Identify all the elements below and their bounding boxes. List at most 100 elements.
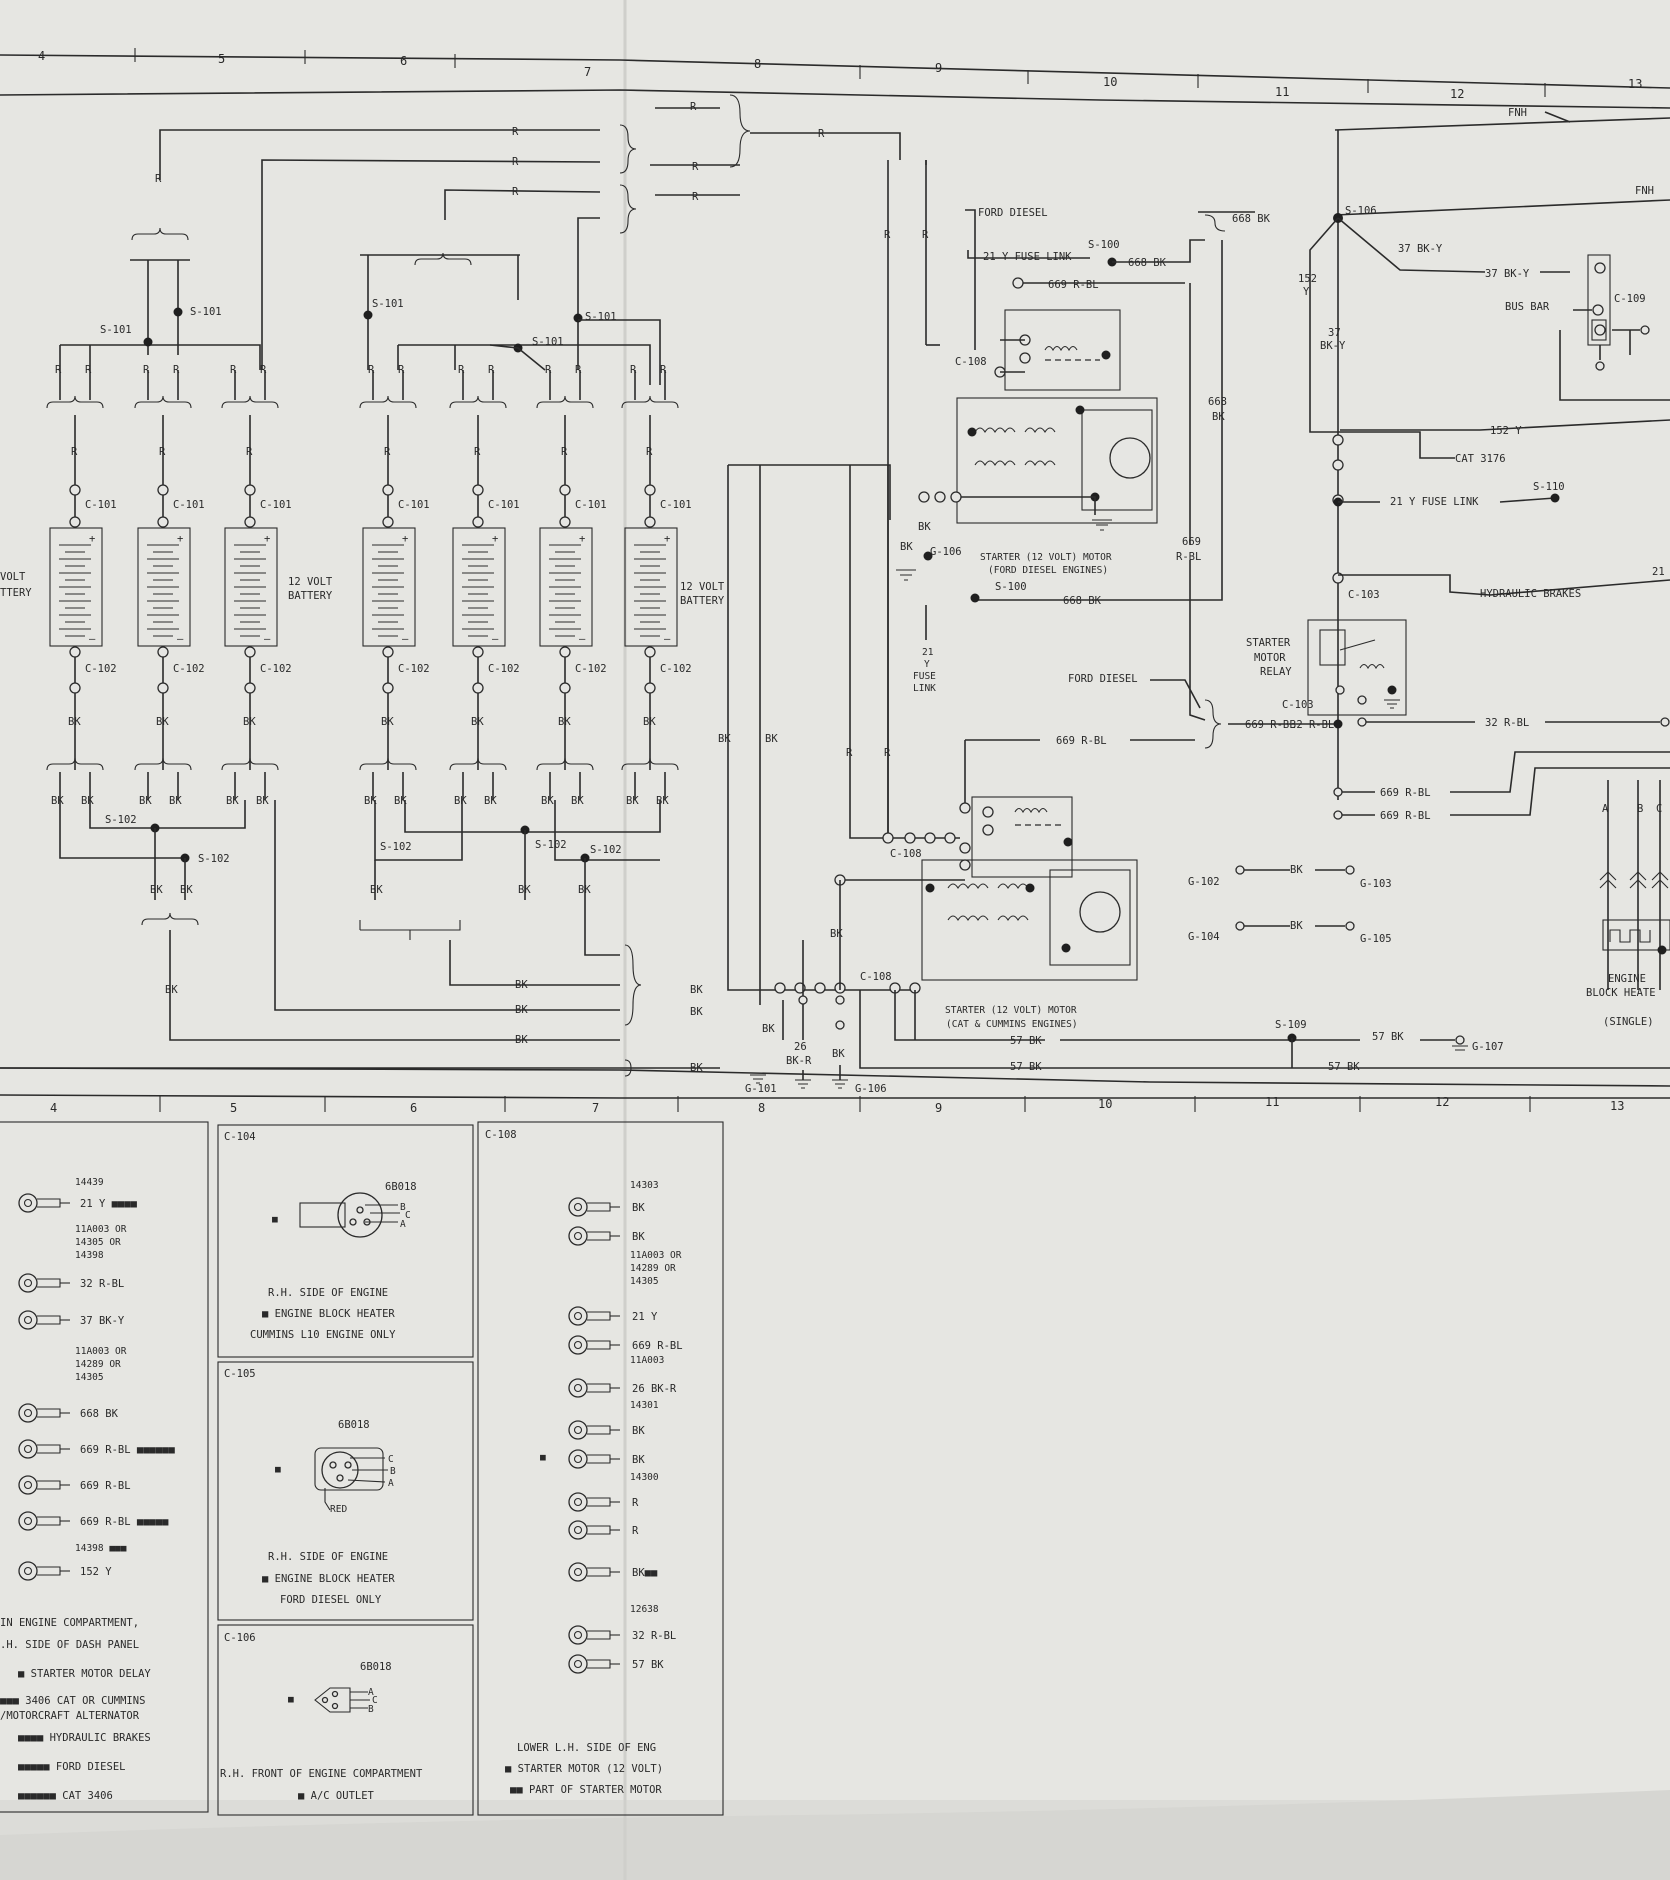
panel-wire-label: 669 R-BL — [632, 1340, 683, 1352]
wire-label: BK — [626, 795, 639, 807]
svg-text:669 R-BL: 669 R-BL — [1048, 279, 1099, 291]
svg-text:S-100: S-100 — [995, 581, 1027, 593]
svg-text:■: ■ — [272, 1214, 278, 1225]
svg-text:57 BK: 57 BK — [1010, 1035, 1042, 1047]
svg-text:CAT 3176: CAT 3176 — [1455, 453, 1506, 465]
grid-bottom-5: 5 — [230, 1101, 237, 1115]
panel-wire-label: BK — [632, 1202, 645, 1214]
ring-terminal-icon — [568, 1197, 620, 1217]
battery-minus: – — [492, 633, 499, 645]
grid-bottom-13: 13 — [1610, 1099, 1624, 1113]
svg-text:R.H. SIDE OF ENGINE: R.H. SIDE OF ENGINE — [268, 1287, 388, 1299]
svg-text:S-102: S-102 — [105, 814, 137, 826]
battery-minus: – — [264, 633, 271, 645]
wire-label: BK — [150, 884, 163, 896]
svg-text:■ STARTER MOTOR (12 VOLT): ■ STARTER MOTOR (12 VOLT) — [505, 1763, 663, 1775]
svg-text:R: R — [155, 173, 162, 185]
svg-text:152: 152 — [1298, 273, 1317, 285]
svg-text:C: C — [405, 1210, 411, 1221]
wire-label: C-101 — [488, 499, 520, 511]
svg-text:MOTOR: MOTOR — [1254, 652, 1286, 664]
svg-text:57 BK: 57 BK — [1010, 1061, 1042, 1073]
wire-label: C-101 — [398, 499, 430, 511]
svg-text:(FORD DIESEL ENGINES): (FORD DIESEL ENGINES) — [988, 565, 1108, 576]
svg-text:C-108: C-108 — [485, 1129, 517, 1141]
svg-text:FUSE: FUSE — [913, 671, 936, 682]
grid-top-5: 5 — [218, 52, 225, 66]
ring-terminal-icon — [568, 1226, 620, 1246]
wire-label: R — [246, 446, 253, 458]
svg-text:BK-Y: BK-Y — [1320, 340, 1346, 352]
svg-text:S-100: S-100 — [1088, 239, 1120, 251]
part-number: 11A003 OR — [75, 1346, 127, 1357]
ring-terminal-icon — [568, 1654, 620, 1674]
wire-label: R — [545, 364, 552, 376]
panel-wire-label: 21 Y — [632, 1311, 658, 1323]
svg-text:BK: BK — [762, 1023, 775, 1035]
battery-minus: – — [177, 633, 184, 645]
grid-top-7: 7 — [584, 65, 591, 79]
svg-text:C-103: C-103 — [1348, 589, 1380, 601]
svg-text:21 Y FUSE LINK: 21 Y FUSE LINK — [983, 251, 1072, 263]
svg-text:R.H. FRONT OF ENGINE COMPARTME: R.H. FRONT OF ENGINE COMPARTMENT — [220, 1768, 423, 1780]
ring-terminal-icon — [18, 1511, 70, 1531]
svg-text:668 BK: 668 BK — [1128, 257, 1167, 269]
panel-wire-label: 32 R-BL — [632, 1630, 676, 1642]
svg-text:BK: BK — [690, 1006, 703, 1018]
wire-label: C-101 — [660, 499, 692, 511]
svg-text:BK: BK — [918, 521, 931, 533]
panel-wire-label: 668 BK — [80, 1408, 119, 1420]
battery-plus: + — [177, 533, 183, 545]
wire-label: C-101 — [575, 499, 607, 511]
panel-wire-label: 152 Y — [80, 1566, 112, 1578]
wire-label: R — [143, 364, 150, 376]
svg-text:BK: BK — [1212, 411, 1225, 423]
ring-terminal-icon — [568, 1492, 620, 1512]
svg-text:669 R-BL: 669 R-BL — [1380, 810, 1431, 822]
wire-label: R — [173, 364, 180, 376]
ring-terminal-icon — [568, 1335, 620, 1355]
battery-plus: + — [402, 533, 408, 545]
svg-text:■ ENGINE BLOCK HEATER: ■ ENGINE BLOCK HEATER — [262, 1308, 395, 1320]
svg-text:BK: BK — [1290, 864, 1303, 876]
grid-bottom-7: 7 — [592, 1101, 599, 1115]
wire-label: R — [458, 364, 465, 376]
wire-label: C-102 — [260, 663, 292, 675]
wire-label: BK — [81, 795, 94, 807]
svg-text:BK-R: BK-R — [786, 1055, 812, 1067]
panel-wire-label: 669 R-BL ■■■■■ — [80, 1516, 169, 1528]
svg-text:■: ■ — [275, 1464, 281, 1475]
grid-top-13: 13 — [1628, 77, 1642, 91]
svg-text:37 BK-Y: 37 BK-Y — [1485, 268, 1530, 280]
svg-text:RED: RED — [330, 1504, 347, 1515]
battery-plus: + — [89, 533, 95, 545]
wire-label: BK — [656, 795, 669, 807]
svg-text:C-109: C-109 — [1614, 293, 1646, 305]
wire-label: C-102 — [575, 663, 607, 675]
svg-text:(CAT & CUMMINS ENGINES): (CAT & CUMMINS ENGINES) — [946, 1019, 1078, 1030]
svg-text:S-110: S-110 — [1533, 481, 1565, 493]
svg-text:S-101: S-101 — [585, 311, 617, 323]
svg-text:32 R-BL: 32 R-BL — [1290, 719, 1334, 731]
grid-bottom-8: 8 — [758, 1101, 765, 1115]
svg-text:S-106: S-106 — [1345, 205, 1377, 217]
panel-note: ■ STARTER MOTOR DELAY — [18, 1668, 151, 1680]
part-number: 11A003 OR — [630, 1250, 682, 1261]
wire-label: BK — [571, 795, 584, 807]
wire-label: R — [55, 364, 62, 376]
ring-terminal-icon — [18, 1193, 70, 1213]
svg-text:S-102: S-102 — [198, 853, 230, 865]
wire-label: C-101 — [260, 499, 292, 511]
battery-plus: + — [664, 533, 670, 545]
part-number: 14289 OR — [75, 1359, 121, 1370]
panel-wire-label: 26 BK-R — [632, 1383, 677, 1395]
ring-terminal-icon — [568, 1520, 620, 1540]
svg-text:LINK: LINK — [913, 683, 936, 694]
svg-text:669: 669 — [1182, 536, 1201, 548]
svg-text:TTERY: TTERY — [0, 587, 32, 599]
wire-label: BK — [471, 716, 484, 728]
